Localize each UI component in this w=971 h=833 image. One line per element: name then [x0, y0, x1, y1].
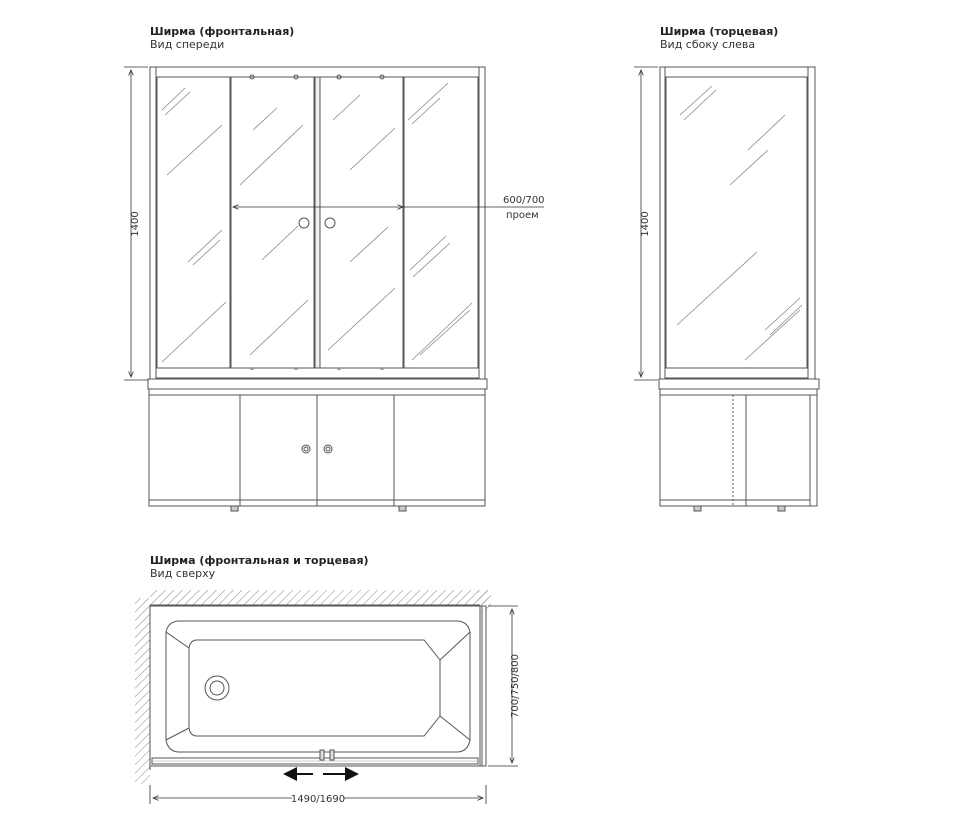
- opening-value-label: 600/700: [503, 195, 545, 206]
- top-view: [135, 590, 491, 784]
- side-view-subtitle: Вид сбоку слева: [660, 38, 756, 51]
- top-view-title: Ширма (фронтальная и торцевая): [150, 554, 369, 567]
- top-length-dimension: [149, 785, 487, 804]
- front-view-title: Ширма (фронтальная): [150, 25, 295, 38]
- top-width-label: 700/750/800: [510, 654, 521, 718]
- top-length-label: 1490/1690: [291, 794, 345, 805]
- top-view-subtitle: Вид сверху: [150, 567, 216, 580]
- opening-word-label: проем: [506, 210, 539, 221]
- side-height-dimension: [634, 66, 658, 381]
- front-view-subtitle: Вид спереди: [150, 38, 225, 51]
- side-height-label: 1400: [640, 211, 651, 236]
- front-height-dimension: [124, 66, 148, 381]
- front-view: [147, 66, 488, 512]
- side-view: [658, 66, 820, 512]
- side-view-title: Ширма (торцевая): [660, 25, 779, 38]
- front-height-label: 1400: [130, 211, 141, 236]
- top-width-dimension: [488, 605, 518, 767]
